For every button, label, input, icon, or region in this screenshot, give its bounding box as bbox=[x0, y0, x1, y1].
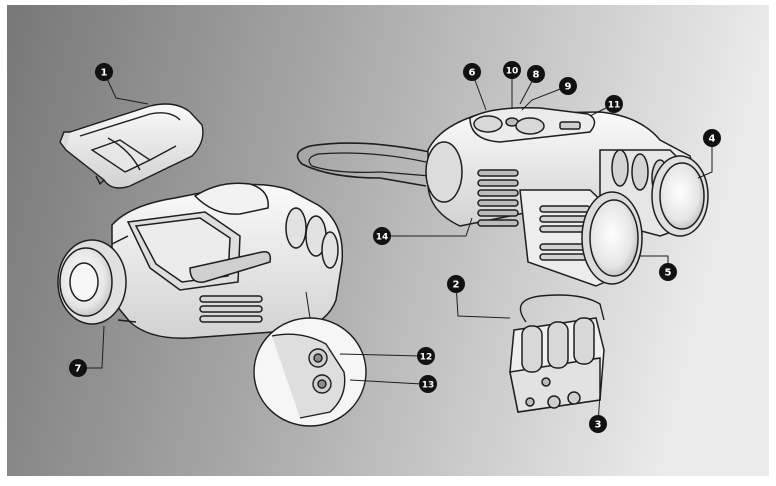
callout-number: 12 bbox=[420, 353, 433, 363]
callout-badge bbox=[417, 347, 435, 365]
callout-badge bbox=[95, 63, 113, 81]
callout-badge bbox=[605, 95, 623, 113]
callout-badge bbox=[589, 415, 607, 433]
callout-number: 3 bbox=[595, 420, 602, 431]
callout-badge bbox=[527, 65, 545, 83]
callout-1: 1 bbox=[95, 63, 113, 81]
callout-14: 14 bbox=[373, 227, 391, 245]
callout-4: 4 bbox=[703, 129, 721, 147]
binocular-illustration bbox=[296, 106, 709, 287]
battery-cover-illustration bbox=[59, 103, 204, 189]
callout-2: 2 bbox=[447, 275, 465, 293]
battery-pack-illustration bbox=[509, 294, 605, 413]
callout-number: 2 bbox=[453, 280, 460, 291]
callout-badge bbox=[373, 227, 391, 245]
callout-10: 10 bbox=[503, 61, 521, 79]
callout-number: 1 bbox=[101, 68, 108, 79]
callout-number: 8 bbox=[533, 70, 540, 81]
callout-number: 11 bbox=[608, 101, 621, 111]
callout-badge bbox=[463, 63, 481, 81]
callout-badge bbox=[559, 77, 577, 95]
port-detail-inset bbox=[253, 291, 367, 427]
callout-5: 5 bbox=[659, 263, 677, 281]
callout-number: 7 bbox=[75, 364, 82, 375]
callout-12: 12 bbox=[417, 347, 435, 365]
callout-badge bbox=[447, 275, 465, 293]
callout-badge bbox=[503, 61, 521, 79]
callout-8: 8 bbox=[527, 65, 545, 83]
callout-number: 14 bbox=[376, 233, 389, 243]
viewer-body-illustration bbox=[57, 182, 344, 339]
callout-13: 13 bbox=[419, 375, 437, 393]
callout-number: 6 bbox=[469, 68, 476, 79]
callout-7: 7 bbox=[69, 359, 87, 377]
callout-3: 3 bbox=[589, 415, 607, 433]
callout-badge bbox=[419, 375, 437, 393]
callout-6: 6 bbox=[463, 63, 481, 81]
callout-number: 5 bbox=[665, 268, 672, 279]
callout-badge bbox=[703, 129, 721, 147]
callout-badge bbox=[659, 263, 677, 281]
callout-number: 9 bbox=[565, 82, 572, 93]
callout-9: 9 bbox=[559, 77, 577, 95]
callout-badge bbox=[69, 359, 87, 377]
callout-number: 13 bbox=[422, 381, 435, 391]
callout-number: 10 bbox=[506, 67, 519, 77]
callout-number: 4 bbox=[709, 134, 716, 145]
callout-11: 11 bbox=[605, 95, 623, 113]
